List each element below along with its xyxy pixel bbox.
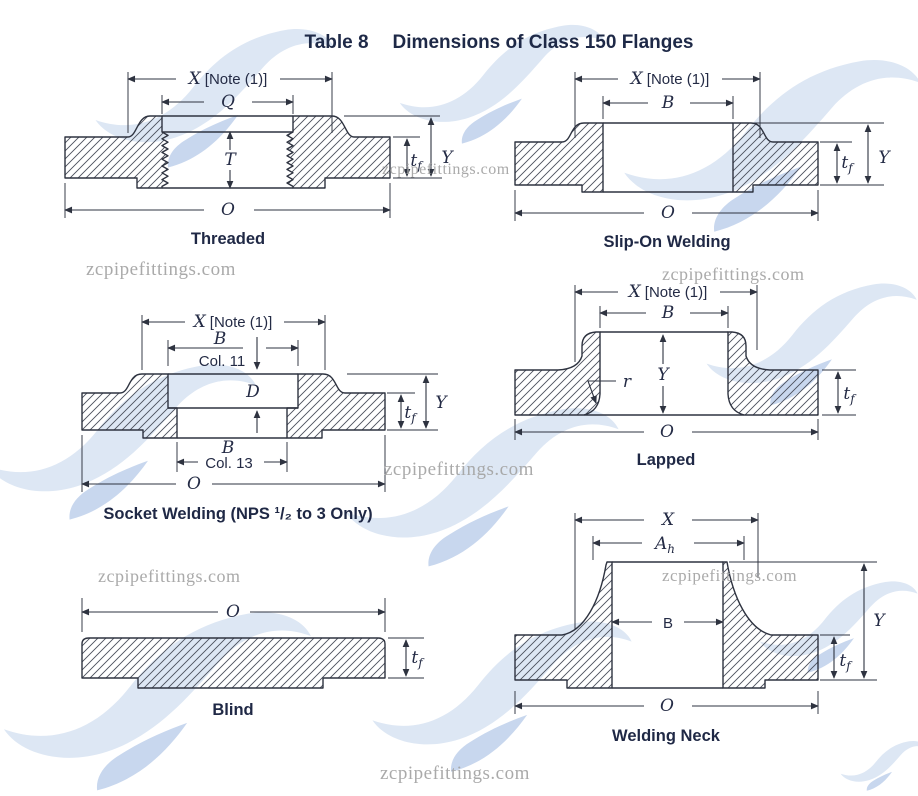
welding-neck-diagram: X Ah B Y tf O	[514, 510, 886, 716]
blind-plate-section	[81, 637, 386, 689]
dim-label-y: Y	[441, 148, 454, 168]
watermark: zcpipefittings.com	[662, 264, 805, 284]
dim-label-o: O	[660, 422, 674, 442]
watermark: zcpipefittings.com	[86, 259, 236, 280]
dim-label-b: B	[663, 615, 673, 632]
dim-label-y: Y	[657, 365, 670, 385]
dim-label-r: r	[623, 372, 632, 392]
dim-label-t: T	[224, 150, 237, 170]
dim-label-x: X[Note (1)]	[192, 312, 273, 332]
dim-label-tf: tf	[404, 403, 418, 425]
dim-label-col13: Col. 13	[205, 455, 253, 472]
dim-label-b: B	[661, 93, 675, 113]
dim-label-q: Q	[221, 92, 235, 112]
dim-label-o: O	[187, 474, 201, 494]
table-number: Table 8	[304, 32, 369, 53]
threaded-right-section	[286, 115, 391, 189]
dim-label-b-top: B	[213, 329, 227, 349]
table-name: Dimensions of Class 150 Flanges	[392, 32, 694, 53]
dim-label-o: O	[226, 602, 240, 622]
slip-on-diagram: X[Note (1)] B O tf Y	[514, 69, 891, 223]
dim-label-x: X[Note (1)]	[187, 69, 268, 89]
lapped-diagram: X[Note (1)] B Y r O tf	[514, 282, 857, 442]
caption-blind: Blind	[212, 701, 254, 719]
watermark: zcpipefittings.com	[98, 566, 241, 586]
caption-slip-on: Slip-On Welding	[603, 233, 731, 251]
dim-label-tf: tf	[411, 648, 425, 670]
page-title: Table 8 Dimensions of Class 150 Flanges	[304, 32, 693, 54]
lapped-right-section	[727, 331, 819, 416]
dim-label-x: X	[660, 510, 675, 530]
dim-label-y: Y	[878, 148, 891, 168]
caption-welding-neck: Welding Neck	[612, 727, 720, 745]
caption-threaded: Threaded	[190, 230, 266, 248]
lapped-left-section	[514, 331, 601, 416]
dim-label-b-bot: B	[221, 438, 235, 458]
dim-label-col11: Col. 11	[199, 353, 245, 370]
dim-label-x: X[Note (1)]	[629, 69, 710, 89]
watermark: zcpipefittings.com	[380, 763, 530, 784]
caption-socket: Socket Welding (NPS ¹/₂ to 3 Only)	[103, 505, 373, 523]
dim-label-o: O	[221, 200, 235, 220]
dim-label-o: O	[661, 203, 675, 223]
watermark: zcpipefittings.com	[384, 459, 534, 480]
dim-label-y: Y	[873, 611, 886, 631]
caption-lapped: Lapped	[636, 451, 696, 469]
welding-neck-left-section	[514, 561, 613, 689]
dim-label-d: D	[245, 382, 260, 402]
dim-label-o: O	[660, 696, 674, 716]
slip-on-left-section	[514, 122, 604, 193]
dim-label-tf: tf	[841, 153, 855, 175]
socket-left-section	[81, 373, 178, 439]
blind-diagram: O tf	[81, 598, 425, 689]
dim-label-b: B	[661, 303, 675, 323]
dim-label-tf: tf	[410, 151, 424, 173]
welding-neck-right-section	[722, 561, 819, 689]
socket-right-section	[286, 373, 386, 439]
watermark: zcpipefittings.com	[662, 566, 798, 585]
dim-label-tf: tf	[839, 651, 853, 673]
dim-label-ah: Ah	[653, 534, 675, 556]
dim-label-x: X[Note (1)]	[627, 282, 708, 302]
dim-label-tf: tf	[843, 384, 857, 406]
watermark: zcpipefittings.com	[382, 161, 510, 178]
socket-welding-diagram: X[Note (1)] B Col. 11 D B Col. 13 O	[81, 312, 448, 494]
slip-on-right-section	[732, 122, 819, 193]
threaded-left-section	[64, 115, 169, 189]
dim-label-y: Y	[435, 393, 448, 413]
threaded-diagram: X[Note (1)] Q T O tf Y	[64, 69, 454, 220]
radius-leader-line	[587, 380, 616, 404]
